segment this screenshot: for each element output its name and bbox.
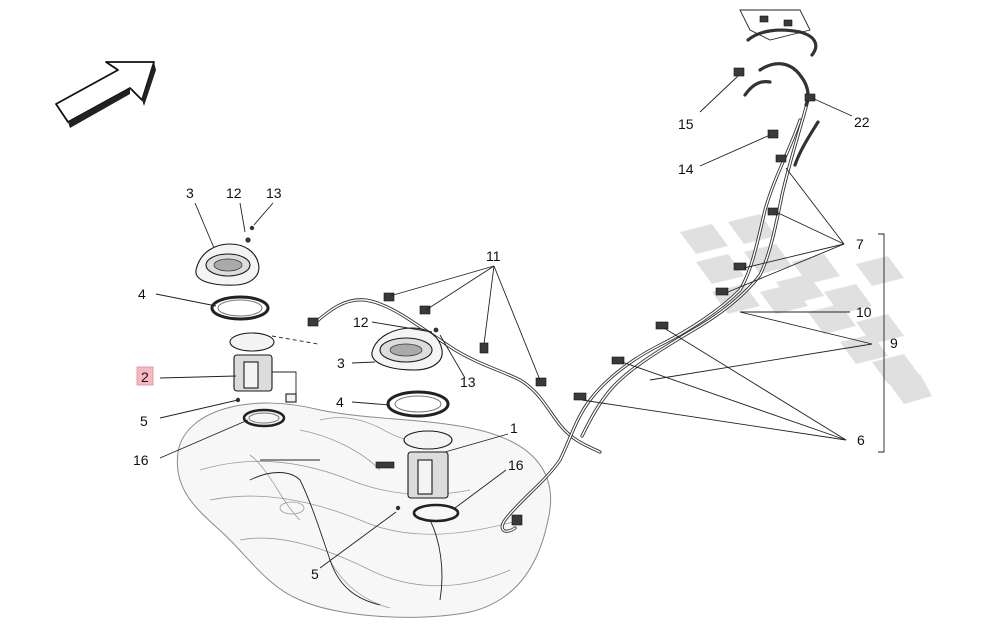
callout-4-left: 4 — [138, 286, 146, 302]
direction-arrow-icon — [55, 61, 156, 128]
leader-lines — [155, 75, 885, 569]
callout-7: 7 — [856, 236, 864, 252]
callout-13-mid: 13 — [460, 374, 476, 390]
callout-5-bottom: 5 — [311, 566, 319, 582]
line-clips — [307, 67, 816, 469]
callout-3-mid: 3 — [337, 355, 345, 371]
fuel-lines — [249, 28, 820, 606]
callout-12-mid: 12 — [353, 314, 369, 330]
callout-1: 1 — [510, 420, 518, 436]
callout-10: 10 — [856, 304, 872, 320]
callout-2-highlight — [136, 366, 154, 386]
fuel-tank — [176, 402, 552, 618]
callout-2: 2 — [141, 369, 149, 385]
callout-9: 9 — [890, 335, 898, 351]
callout-16-left: 16 — [133, 452, 149, 468]
callout-4-mid: 4 — [336, 394, 344, 410]
callout-3-left: 3 — [186, 185, 194, 201]
callout-labels: 3 12 13 4 2 5 16 12 3 13 4 1 16 5 11 15 … — [133, 114, 898, 582]
callout-13-left: 13 — [266, 185, 282, 201]
callout-16-mid: 16 — [508, 457, 524, 473]
callout-5-left: 5 — [140, 413, 148, 429]
callout-6: 6 — [857, 432, 865, 448]
callout-22: 22 — [854, 114, 870, 130]
callout-14: 14 — [678, 161, 694, 177]
middle-pump-assembly — [371, 327, 460, 523]
callout-12-left: 12 — [226, 185, 242, 201]
callout-15: 15 — [678, 116, 694, 132]
callout-11: 11 — [486, 248, 501, 264]
top-connector — [511, 9, 811, 526]
left-pump-assembly — [195, 225, 319, 428]
